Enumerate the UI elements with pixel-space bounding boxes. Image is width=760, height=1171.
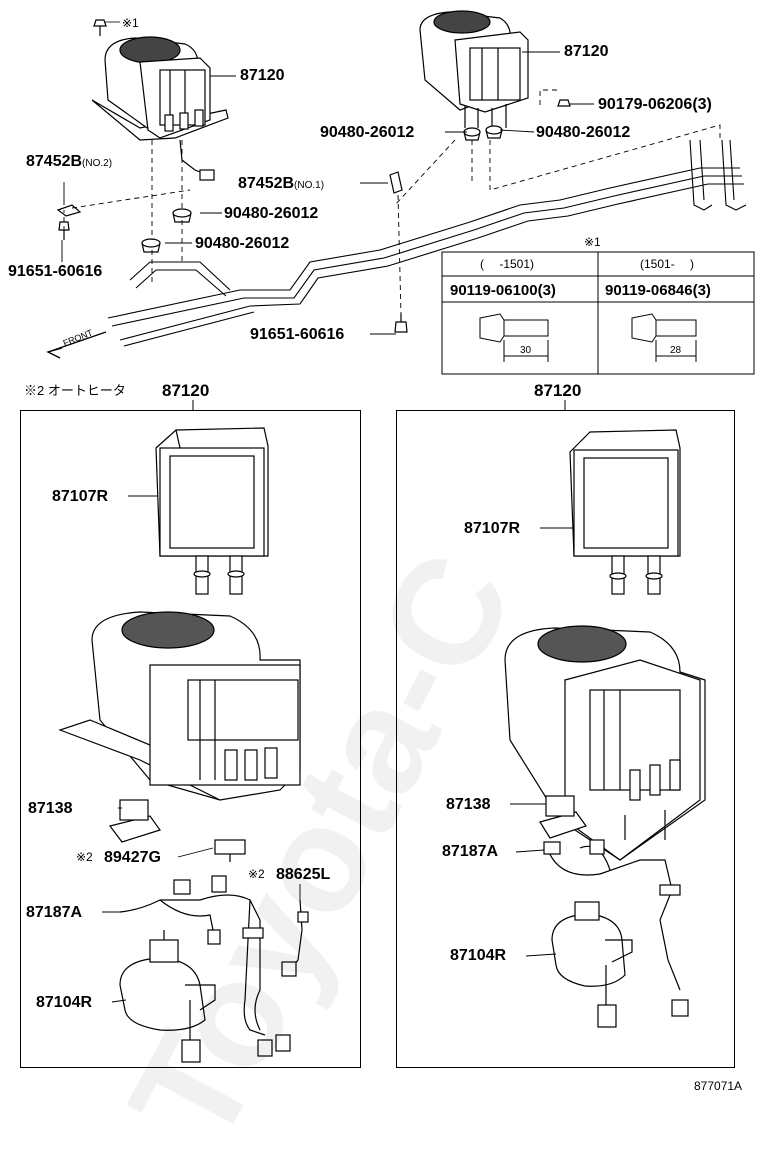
left-panel-frame xyxy=(20,410,361,1068)
left-callout-resistor[interactable]: 87138 xyxy=(28,800,73,817)
bolt-table-part-1[interactable]: 90119-06100(3) xyxy=(450,282,556,299)
bolt-length-1: 30 xyxy=(520,345,532,356)
callout-grommet-a[interactable]: 90480-26012 xyxy=(224,205,319,222)
callout-grommet-d[interactable]: 90480-26012 xyxy=(536,124,631,141)
left-callout-harness2[interactable]: 88625L xyxy=(276,866,331,883)
left-harness2-mark: ※2 xyxy=(248,867,265,881)
callout-top-right-assy[interactable]: 87120 xyxy=(564,43,609,60)
bolt-table-mark: ※1 xyxy=(584,235,601,249)
right-callout-core[interactable]: 87107R xyxy=(464,520,521,537)
diagram-code: 877071A xyxy=(694,1079,743,1093)
bolt-table-header-2: (1501- ) xyxy=(640,257,695,271)
callout-bracket-no2[interactable]: 87452B(NO.2) xyxy=(26,153,113,170)
left-sensor-mark: ※2 xyxy=(76,850,93,864)
bolt-length-2: 28 xyxy=(670,345,682,356)
callout-top-left-assy[interactable]: 87120 xyxy=(240,67,285,84)
top-screw xyxy=(93,19,120,36)
bolt-table-header-1: ( -1501) xyxy=(480,257,535,271)
right-panel-art xyxy=(504,429,706,1028)
right-panel-frame xyxy=(396,410,735,1068)
callout-grommet-c[interactable]: 90480-26012 xyxy=(320,124,415,141)
top-left-heater-unit xyxy=(91,36,229,181)
callout-bracket-no1[interactable]: 87452B(NO.1) xyxy=(238,175,325,192)
callout-nut[interactable]: 90179-06206(3) xyxy=(598,96,712,113)
dashed-leaders xyxy=(63,89,721,316)
diagram-artwork xyxy=(46,10,755,1063)
bolt-table-part-2[interactable]: 90119-06846(3) xyxy=(605,282,711,299)
right-callout-harness[interactable]: 87187A xyxy=(442,843,499,860)
right-callout-resistor[interactable]: 87138 xyxy=(446,796,491,813)
left-callout-sensor[interactable]: 89427G xyxy=(104,849,161,866)
top-note-mark: ※1 xyxy=(122,16,139,30)
callout-grommet-b[interactable]: 90480-26012 xyxy=(195,235,290,252)
bolt-table-grid xyxy=(441,251,755,375)
parts-diagram: Toyota-C ※1 87120 87120 87452B(NO.2) 874… xyxy=(8,10,755,1170)
bolts xyxy=(58,221,408,333)
heater-pipes xyxy=(107,139,747,347)
left-callout-core[interactable]: 87107R xyxy=(52,488,109,505)
left-callout-motor[interactable]: 87104R xyxy=(36,994,93,1011)
left-callout-harness[interactable]: 87187A xyxy=(26,904,83,921)
left-panel-note: ※2 オートヒータ xyxy=(24,383,126,398)
left-panel-art xyxy=(58,427,309,1063)
left-panel-title[interactable]: 87120 xyxy=(162,381,210,400)
callout-bolt-center[interactable]: 91651-60616 xyxy=(250,326,345,343)
callout-bolt-left[interactable]: 91651-60616 xyxy=(8,263,103,280)
top-right-heater-unit xyxy=(419,10,529,128)
right-callout-motor[interactable]: 87104R xyxy=(450,947,507,964)
right-panel-title[interactable]: 87120 xyxy=(534,381,582,400)
